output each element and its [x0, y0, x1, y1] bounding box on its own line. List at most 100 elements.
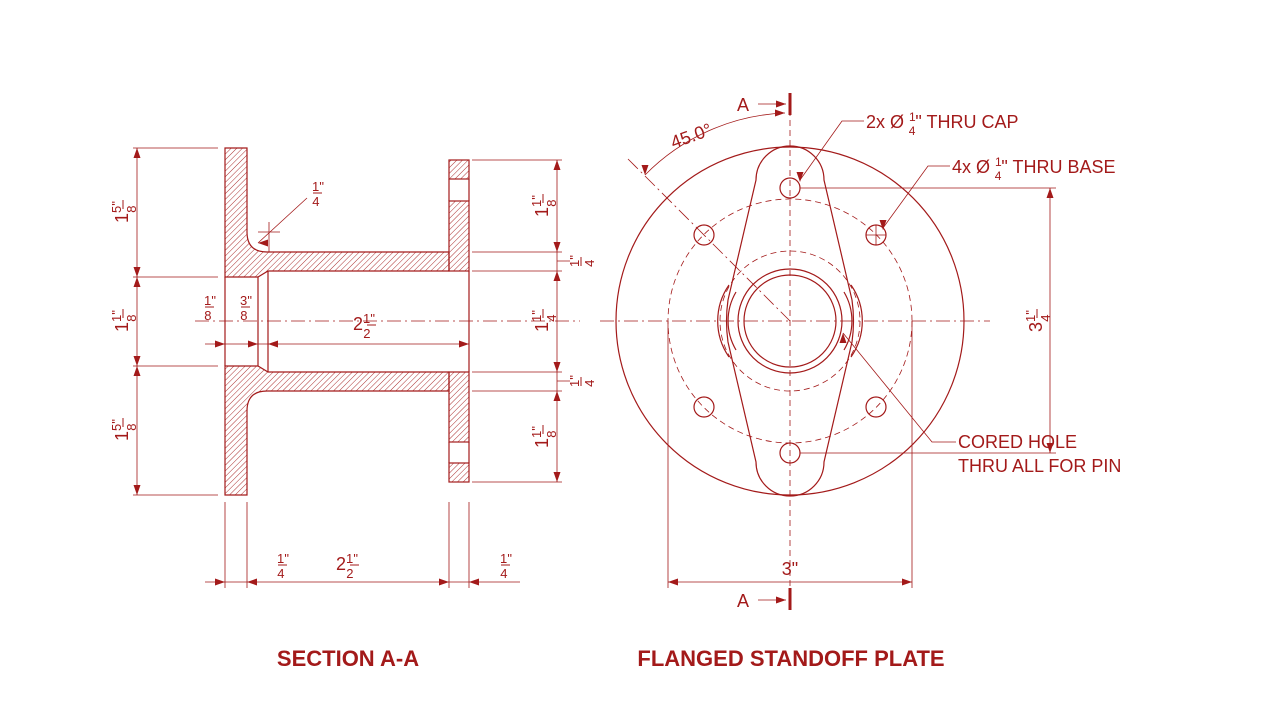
section-title: SECTION A-A: [277, 646, 419, 671]
right-top-height-label: 118": [529, 194, 559, 217]
right-bore-label: 114": [529, 309, 559, 332]
arrowhead: [641, 165, 649, 175]
left-top-height-label: 158": [109, 200, 139, 223]
base-hole: [693, 396, 715, 418]
right-flange-bottom-cap: [448, 462, 470, 483]
section-arrows: [758, 103, 786, 601]
base-hole: [693, 224, 715, 246]
right-bottom-wall-label: 14": [567, 375, 597, 387]
fillet-leader: [257, 197, 308, 252]
plan-title: FLANGED STANDOFF PLATE: [637, 646, 944, 671]
dimension-text: 158": [109, 419, 139, 441]
base-hole-leader: [882, 165, 950, 229]
bottom-dimension-lines: [205, 502, 520, 588]
bolt-circle-width-label: 3": [782, 559, 798, 579]
arrowhead: [133, 267, 141, 277]
arrowhead: [459, 340, 469, 348]
dimension-text: 14": [567, 255, 597, 267]
dimension-text: 158": [109, 201, 139, 223]
arrowhead: [133, 485, 141, 495]
dimension-text: 118": [109, 310, 139, 332]
left-bore-height-label: 118": [109, 309, 139, 332]
section-view: [133, 147, 580, 588]
arrowhead: [879, 220, 887, 230]
section-label-bottom: A: [737, 591, 749, 611]
angle-arc: [644, 112, 786, 176]
cored-hole-note-1: CORED HOLE: [958, 432, 1077, 452]
base-hole-center-mark: [866, 225, 886, 245]
arrowhead: [839, 333, 847, 343]
arrowhead: [215, 340, 225, 348]
arrowhead: [469, 578, 479, 586]
left-flange-top: [224, 147, 450, 278]
dimension-text: 118": [529, 195, 559, 217]
left-flange-bottom: [224, 365, 450, 496]
section-label-top: A: [737, 95, 749, 115]
arrowhead: [248, 340, 258, 348]
right-flange-bottom: [448, 371, 470, 443]
arrowhead: [1046, 443, 1054, 453]
arrowhead: [258, 239, 268, 247]
arrowhead: [247, 578, 257, 586]
right-top-wall-label: 14": [567, 255, 597, 267]
arrowhead: [439, 578, 449, 586]
boss-outline: [717, 284, 863, 358]
arrowhead: [796, 172, 804, 182]
cored-hole-leader: [842, 332, 956, 443]
arrowhead: [553, 391, 561, 401]
left-bottom-height-label: 158": [109, 418, 139, 441]
bore-outline: [224, 179, 470, 463]
dimension-text: 14": [567, 375, 597, 387]
right-dimension-lines: [472, 159, 562, 483]
arrowhead: [133, 366, 141, 376]
arrowhead: [215, 578, 225, 586]
height-dimension-lines: [800, 187, 1056, 454]
dimension-text: 118": [529, 426, 559, 448]
arrowhead: [902, 578, 912, 586]
arrowhead: [1046, 188, 1054, 198]
right-flange-top: [448, 200, 470, 272]
arrowhead: [133, 148, 141, 158]
arrowhead: [553, 242, 561, 252]
arrowhead: [776, 596, 786, 604]
angle-centerline: [627, 158, 791, 322]
dimension-text: 314": [1023, 310, 1053, 332]
width-dimension-lines: [667, 321, 913, 588]
dimension-text: 3": [782, 559, 798, 579]
arrowhead: [553, 271, 561, 281]
arrowhead: [668, 578, 678, 586]
cored-hole-note-2: THRU ALL FOR PIN: [958, 456, 1121, 476]
right-bottom-height-label: 118": [529, 425, 559, 448]
cap-hole-spacing-label: 314": [1023, 309, 1053, 332]
arrowhead: [553, 160, 561, 170]
arrowhead: [133, 356, 141, 366]
dimension-arrowheads: [133, 100, 1054, 604]
arrowhead: [553, 362, 561, 372]
wall-label-leaders: [557, 260, 570, 382]
arrowhead: [553, 472, 561, 482]
dimension-text: 114": [529, 310, 559, 332]
left-dimension-lines: [133, 147, 218, 496]
plan-view: [557, 93, 1056, 610]
base-hole: [865, 396, 887, 418]
arrowhead: [776, 100, 786, 108]
arrowhead: [268, 340, 278, 348]
cap-hole-leader: [799, 120, 864, 181]
